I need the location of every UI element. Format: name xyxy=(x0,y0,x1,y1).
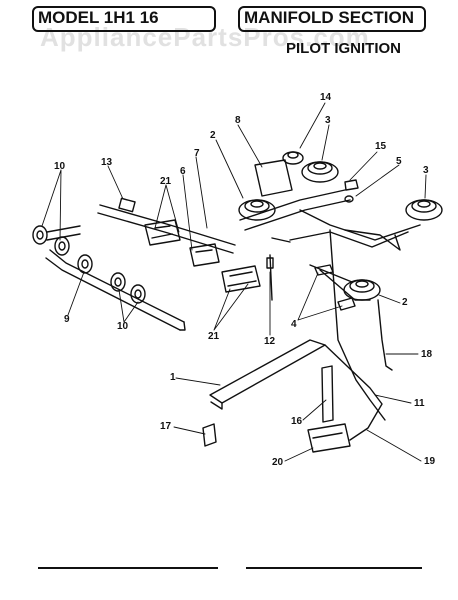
callout-10-lower: 10 xyxy=(117,321,129,332)
callout-11: 11 xyxy=(414,398,425,409)
burner-head-right-front xyxy=(343,279,381,301)
ignition-electrode xyxy=(266,257,274,269)
spring-retainer xyxy=(344,195,354,203)
pilot-valve-column xyxy=(321,365,334,423)
callout-20: 20 xyxy=(272,457,284,468)
callout-5: 5 xyxy=(396,156,402,167)
callout-14: 14 xyxy=(320,92,332,103)
callout-10-upper: 10 xyxy=(54,161,66,172)
safety-valve xyxy=(307,423,351,453)
manifold-fitting xyxy=(118,197,136,213)
callout-1: 1 xyxy=(170,372,176,383)
burner-valve-left-2 xyxy=(54,236,70,256)
callout-18: 18 xyxy=(421,349,433,360)
callout-16: 16 xyxy=(291,416,303,427)
callout-9: 9 xyxy=(64,314,70,325)
callout-21-upper: 21 xyxy=(160,176,172,187)
valve-assembly-1 xyxy=(144,219,181,246)
callout-7: 7 xyxy=(194,148,200,159)
callout-12: 12 xyxy=(264,336,276,347)
footer-rule-right xyxy=(246,567,422,569)
burner-head-right-rear xyxy=(405,199,443,221)
burner-head-left-rear xyxy=(238,199,276,221)
pilot-assembly xyxy=(282,151,304,165)
mounting-bracket xyxy=(202,423,217,447)
section-label: MANIFOLD SECTION xyxy=(244,8,414,27)
callout-8: 8 xyxy=(235,115,241,126)
callout-17: 17 xyxy=(160,421,172,432)
burner-head-center-rear xyxy=(301,161,339,183)
footer-rule-left xyxy=(38,567,218,569)
electrode-clip xyxy=(314,264,356,311)
retainer-clip xyxy=(344,179,359,191)
burner-valve-left-4 xyxy=(110,272,126,292)
callout-2-front: 2 xyxy=(402,297,408,308)
manifold-pipe xyxy=(45,204,236,331)
callout-13: 13 xyxy=(101,157,113,168)
manifold-support-bar xyxy=(209,339,326,410)
thermocouple-tubing xyxy=(269,229,393,441)
pilot-bracket xyxy=(254,159,293,197)
burner-valve-left-3 xyxy=(77,254,93,274)
callout-4: 4 xyxy=(291,319,297,330)
section-label-frame xyxy=(238,6,426,32)
page-subtitle: PILOT IGNITION xyxy=(286,40,401,57)
callout-3-right: 3 xyxy=(423,165,429,176)
callout-2-rear: 2 xyxy=(210,130,216,141)
model-label: MODEL 1H1 16 xyxy=(38,8,159,27)
callout-21-lower: 21 xyxy=(208,331,220,342)
valve-assembly-2 xyxy=(189,243,220,267)
callout-leaders xyxy=(41,102,427,462)
callout-3-rear: 3 xyxy=(325,115,331,126)
burner-tubes xyxy=(239,189,421,301)
burner-valve-left-5 xyxy=(130,284,146,304)
burner-valve-left-1 xyxy=(32,225,81,245)
callout-6: 6 xyxy=(180,166,186,177)
model-label-frame xyxy=(32,6,216,32)
callout-15: 15 xyxy=(375,141,387,152)
watermark-text: AppliancePartsPros.com xyxy=(40,22,370,52)
valve-assembly-3 xyxy=(221,265,261,293)
callout-19: 19 xyxy=(424,456,436,467)
